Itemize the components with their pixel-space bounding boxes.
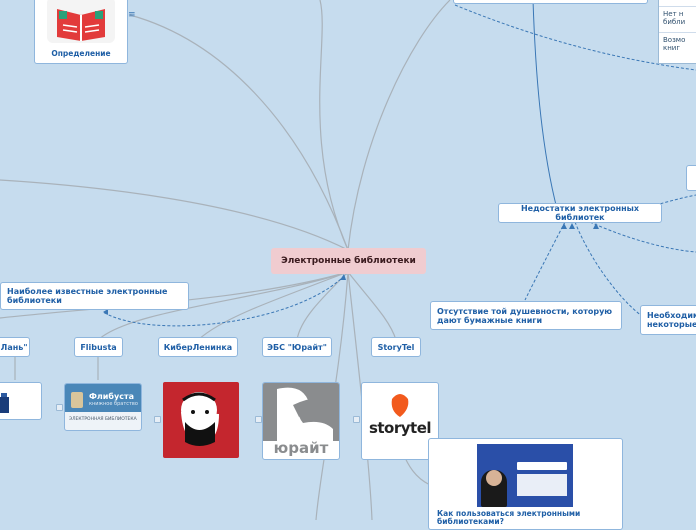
- famous-libraries-node[interactable]: Наиболее известные электронные библиотек…: [0, 282, 189, 310]
- disadvantages-label: Недостатки электронных библиотек: [499, 204, 661, 222]
- partial-node-right[interactable]: [686, 165, 696, 191]
- table-row: [659, 0, 696, 7]
- thumbnail-screen: [517, 474, 567, 496]
- storytel-collapse-handle[interactable]: [353, 416, 360, 423]
- cyberleninka-collapse-handle[interactable]: [154, 416, 161, 423]
- library-flibusta-node[interactable]: Flibusta: [74, 337, 123, 357]
- storytel-logo-mark: [362, 383, 438, 423]
- yurait-collapse-handle[interactable]: [255, 416, 262, 423]
- storytel-logo-text: storytel: [362, 419, 438, 437]
- advantages-table: Нет н библи Возмо книг: [658, 0, 696, 64]
- soul-label: Отсутствие той душевности, которую дают …: [437, 307, 615, 325]
- howto-label: Как пользоваться электронными библиотека…: [437, 510, 617, 526]
- yurait-logo-graphic: [263, 383, 339, 443]
- table-cell: Нет н библи: [663, 10, 685, 26]
- lenin-logo: [163, 382, 239, 458]
- library-yurait-label: ЭБС "Юрайт": [267, 343, 327, 352]
- library-yurait-node[interactable]: ЭБС "Юрайт": [262, 337, 332, 357]
- famous-libraries-label: Наиболее известные электронные библиотек…: [7, 287, 182, 305]
- flibusta-logo: Флибуста книжное братство ЭЛЕКТРОННАЯ БИ…: [64, 383, 142, 431]
- library-lan-label: "Лань": [0, 343, 27, 352]
- soul-node[interactable]: Отсутствие той душевности, которую дают …: [430, 301, 622, 330]
- lan-logo-graphic: [0, 383, 37, 417]
- table-row: Возмо книг: [659, 33, 696, 63]
- central-topic-label: Электронные библиотеки: [281, 256, 416, 266]
- cyberleninka-logo: [163, 382, 239, 458]
- disadvantages-node[interactable]: Недостатки электронных библиотек: [498, 203, 662, 223]
- library-cyberleninka-label: КиберЛенинка: [164, 343, 232, 352]
- necessary-label: Необходимо некоторые: [647, 311, 696, 329]
- presenter-face: [486, 470, 502, 486]
- definition-card[interactable]: Определение: [34, 0, 128, 64]
- library-cyberleninka-node[interactable]: КиберЛенинка: [158, 337, 238, 357]
- library-storytel-node[interactable]: StoryTel: [371, 337, 421, 357]
- table-cell: Возмо книг: [663, 36, 685, 52]
- flibusta-logo-title: Флибуста: [89, 392, 134, 401]
- flibusta-book-icon: [71, 392, 83, 408]
- top-partial-node[interactable]: [453, 0, 648, 4]
- library-flibusta-label: Flibusta: [80, 343, 116, 352]
- note-icon[interactable]: ≡: [128, 10, 136, 20]
- necessary-node[interactable]: Необходимо некоторые: [640, 305, 696, 335]
- central-topic[interactable]: Электронные библиотеки: [271, 248, 426, 274]
- definition-label: Определение: [35, 49, 127, 58]
- flibusta-logo-tagline: ЭЛЕКТРОННАЯ БИБЛИОТЕКА: [69, 417, 137, 422]
- library-storytel-label: StoryTel: [378, 343, 415, 352]
- video-thumbnail[interactable]: [477, 444, 573, 507]
- howto-card[interactable]: Как пользоваться электронными библиотека…: [428, 438, 623, 530]
- lan-logo: [0, 382, 42, 420]
- yurait-logo-text: юрайт: [263, 439, 339, 457]
- flibusta-collapse-handle[interactable]: [56, 404, 63, 411]
- table-row: Нет н библи: [659, 7, 696, 33]
- yurait-logo: юрайт: [262, 382, 340, 460]
- library-lan-node[interactable]: "Лань": [0, 337, 30, 357]
- thumbnail-bar: [517, 462, 567, 470]
- flibusta-logo-subtitle: книжное братство: [89, 401, 138, 407]
- book-icon: [41, 0, 121, 45]
